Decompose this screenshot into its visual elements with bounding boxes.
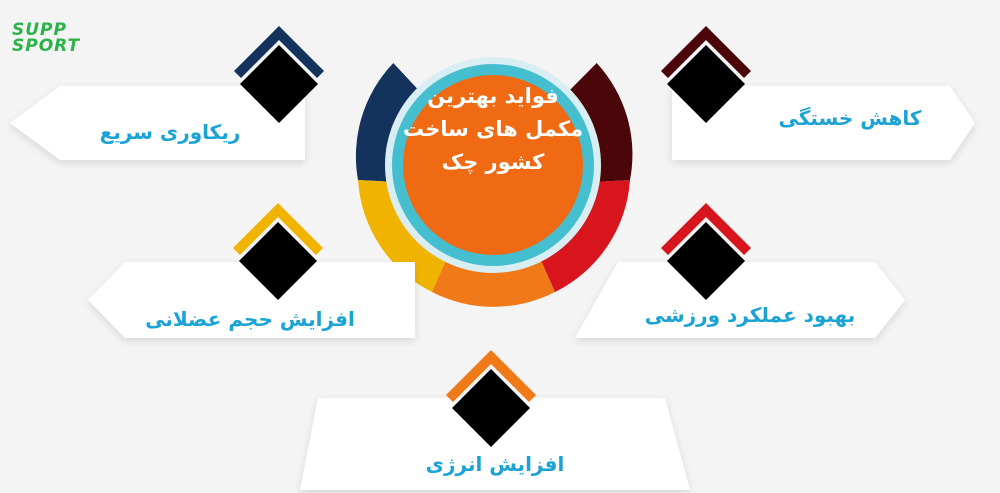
diamond-badge-muscle [233, 203, 323, 300]
ring-segment-yellow [358, 180, 455, 292]
label-fatigue: کاهش خستگی [778, 106, 922, 130]
label-energy: افزایش انرژی [425, 452, 565, 476]
label-muscle: افزایش حجم عضلانی [145, 307, 355, 331]
logo-line-sport: SPORT [12, 36, 81, 57]
ring-segment-red [532, 180, 630, 292]
diamond-badge-fatigue [661, 26, 751, 123]
banner-performance [575, 262, 905, 338]
banner-muscle [88, 262, 415, 338]
diamond-badge-energy [446, 350, 536, 447]
banner-energy [300, 398, 690, 490]
label-performance: بهبود عملکرد ورزشی [644, 303, 856, 327]
label-recovery: ریکاوری سریع [99, 120, 241, 144]
logo-line-supp: SUPP [12, 20, 67, 40]
banner-recovery [10, 86, 305, 160]
center-circle [385, 57, 601, 273]
ring-segment-dark-red [563, 63, 633, 183]
banner-fatigue [672, 86, 975, 160]
center-title: فواید بهترین مکمل های ساخت کشور چک [402, 84, 584, 174]
ring-segment-navy [355, 63, 425, 183]
brand-logo: SUPP SPORT [12, 20, 86, 57]
diamond-badge-recovery [234, 26, 324, 123]
diamond-badge-performance [661, 203, 751, 300]
